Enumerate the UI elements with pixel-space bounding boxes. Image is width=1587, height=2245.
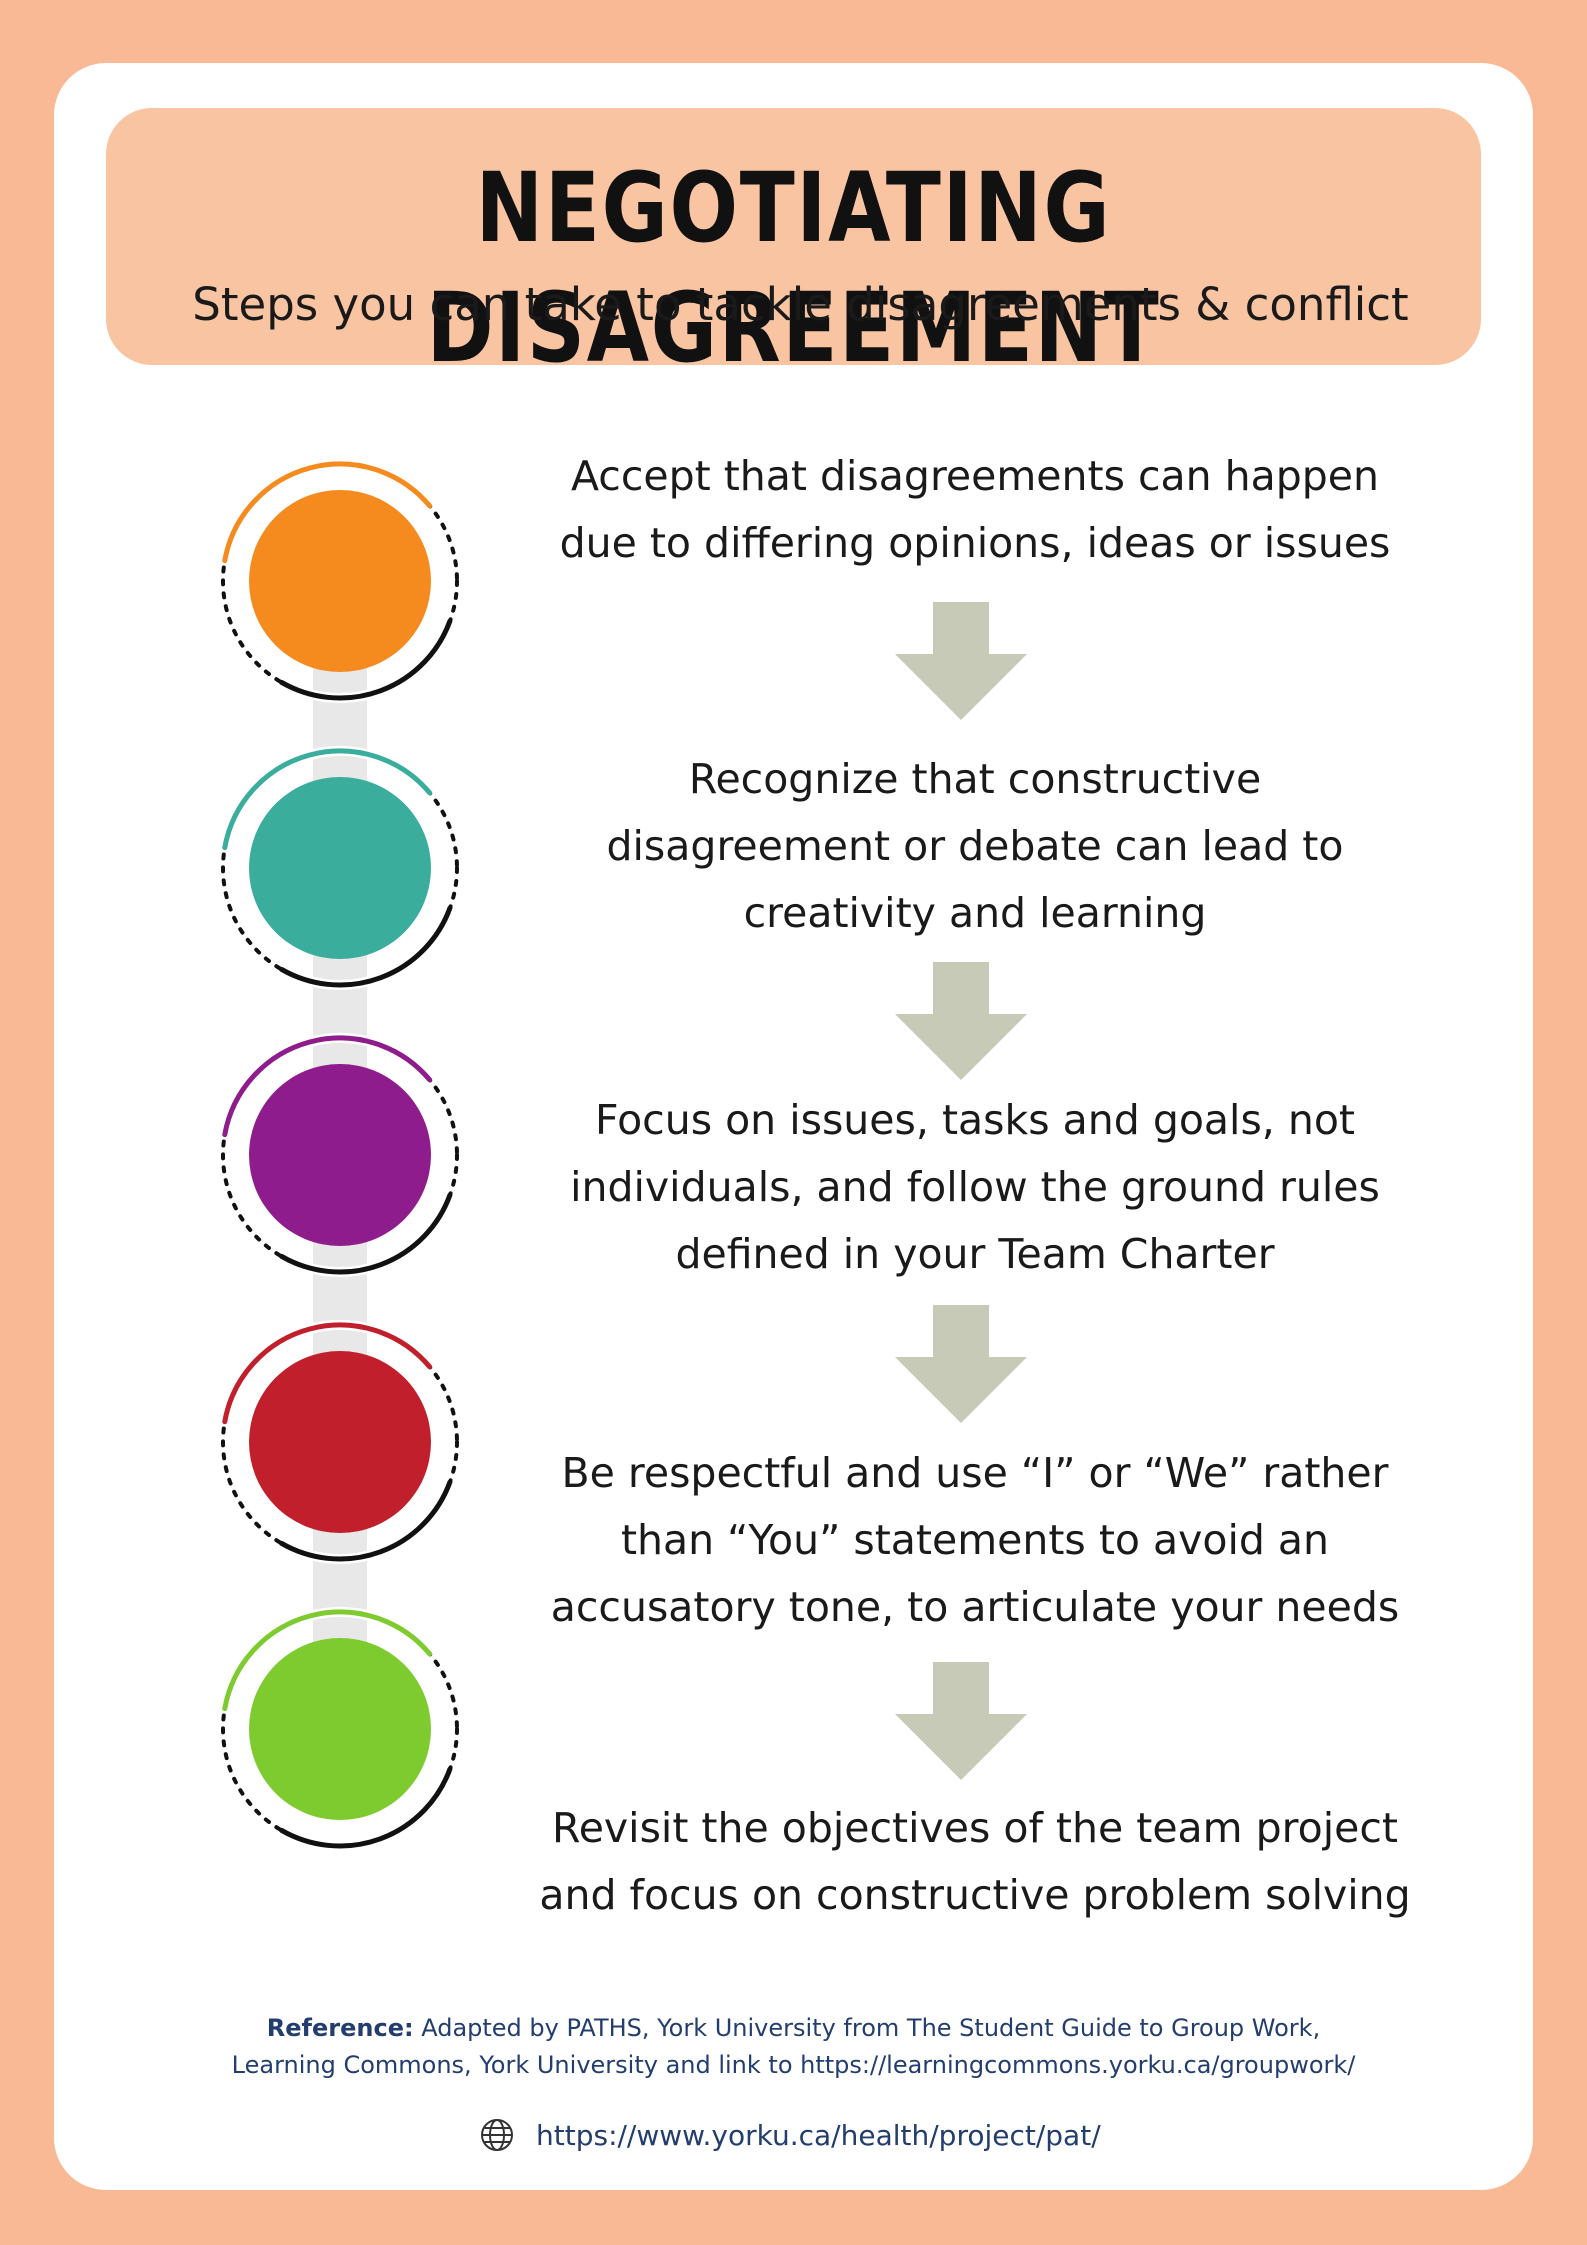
header-banner xyxy=(106,108,1481,365)
arrow-down-icon xyxy=(895,602,1027,720)
arrow-down-icon xyxy=(895,962,1027,1080)
step-3-circle-icon xyxy=(213,1028,467,1282)
step-4-circle-icon xyxy=(213,1315,467,1569)
reference-note: Reference: Adapted by PATHS, York Univer… xyxy=(0,2010,1587,2084)
step-1-circle-icon xyxy=(213,454,467,708)
reference-line-1: Reference: Adapted by PATHS, York Univer… xyxy=(0,2010,1587,2047)
step-5-text: Revisit the objectives of the team proje… xyxy=(539,1804,1411,1919)
reference-line-2: Learning Commons, York University and li… xyxy=(231,2051,1356,2079)
step-3-text: Focus on issues, tasks and goals, not in… xyxy=(570,1096,1380,1278)
step-1-text: Accept that disagreements can happen due… xyxy=(559,452,1391,567)
step-2-circle-icon xyxy=(213,741,467,995)
step-2-text: Recognize that constructive disagreement… xyxy=(606,755,1344,937)
step-5-circle-icon xyxy=(213,1602,467,1856)
globe-icon xyxy=(481,2119,513,2151)
footer-website[interactable]: https://www.yorku.ca/health/project/pat/ xyxy=(480,2113,1101,2157)
arrow-down-icon xyxy=(895,1305,1027,1423)
footer-url[interactable]: https://www.yorku.ca/health/project/pat/ xyxy=(536,2118,1101,2152)
arrow-down-icon xyxy=(895,1662,1027,1780)
reference-text-1: Adapted by PATHS, York University from T… xyxy=(413,2014,1321,2042)
reference-label: Reference: xyxy=(266,2014,414,2042)
page-title: NEGOTIATING DISAGREEMENT xyxy=(426,152,1161,384)
step-4-text: Be respectful and use “I” or “We” rather… xyxy=(550,1449,1400,1631)
page-subtitle: Steps you can take to tackle disagreemen… xyxy=(192,278,1409,331)
